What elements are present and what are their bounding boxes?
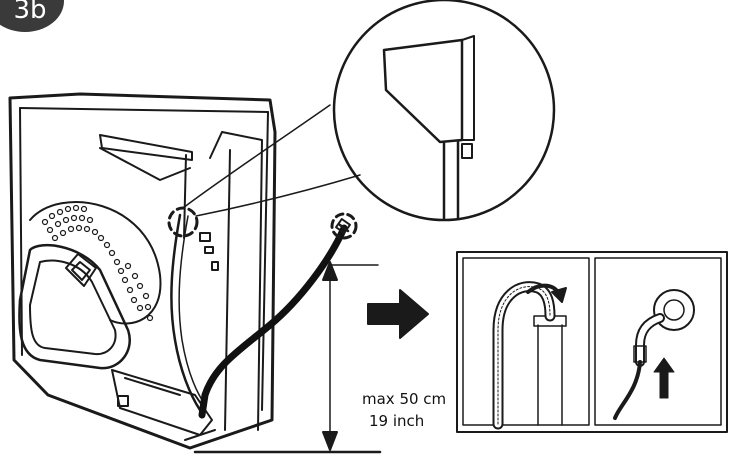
panel-wall-outlet [613,289,695,420]
detail-panels [456,251,728,433]
highlight-circles [167,206,358,240]
height-measurement [193,261,382,454]
drain-hose [170,213,207,412]
step-label: 3b [13,0,47,25]
detail-magnifier [332,0,556,222]
right-arrow-icon [367,289,429,339]
height-limit-inch: 19 inch [369,412,425,430]
up-arrow-icon [653,357,675,399]
external-black-hose [198,218,351,419]
dryer-illustration [8,92,277,450]
drum-cover-holes [41,204,154,322]
height-limit-cm: max 50 cm [362,390,447,408]
panel-standpipe [492,281,567,430]
